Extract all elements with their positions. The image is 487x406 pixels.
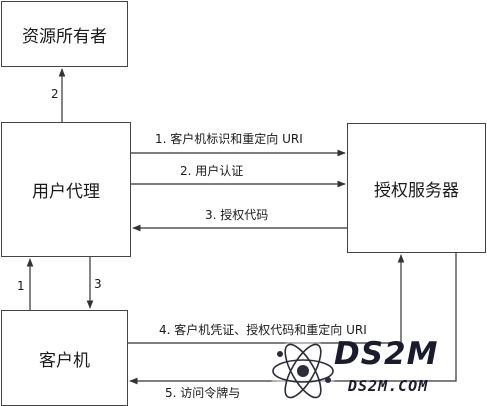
- edge-access-token: [129, 253, 457, 385]
- auth-server-node: 授权服务器: [347, 123, 486, 253]
- resource-owner-node: 资源所有者: [1, 1, 128, 67]
- client-label: 客户机: [39, 350, 90, 371]
- watermark-subtitle: DS2M.COM: [348, 377, 429, 395]
- edge-label-1: 1: [17, 279, 25, 293]
- watermark-title: DS2M: [334, 336, 439, 372]
- edge-label-client-credentials: 4. 客户机凭证、授权代码和重定向 URI: [159, 322, 367, 337]
- edge-label-3: 3: [94, 277, 102, 291]
- client-node: 客户机: [1, 310, 128, 406]
- auth-server-label: 授权服务器: [374, 180, 459, 201]
- edge-label-client-id: 1. 客户机标识和重定向 URI: [155, 131, 303, 146]
- edge-label-access-token: 5. 访问令牌与: [165, 385, 240, 400]
- edge-label-auth-code: 3. 授权代码: [205, 207, 268, 222]
- edge-label-user-auth: 2. 用户认证: [180, 163, 243, 178]
- edge-label-2: 2: [51, 87, 59, 101]
- resource-owner-label: 资源所有者: [22, 26, 107, 47]
- user-agent-node: 用户代理: [1, 122, 131, 257]
- user-agent-label: 用户代理: [32, 182, 100, 202]
- edge-client-credentials: [128, 254, 405, 344]
- watermark: DS2M DS2M.COM: [268, 336, 486, 406]
- atom-logo-icon: [270, 338, 336, 404]
